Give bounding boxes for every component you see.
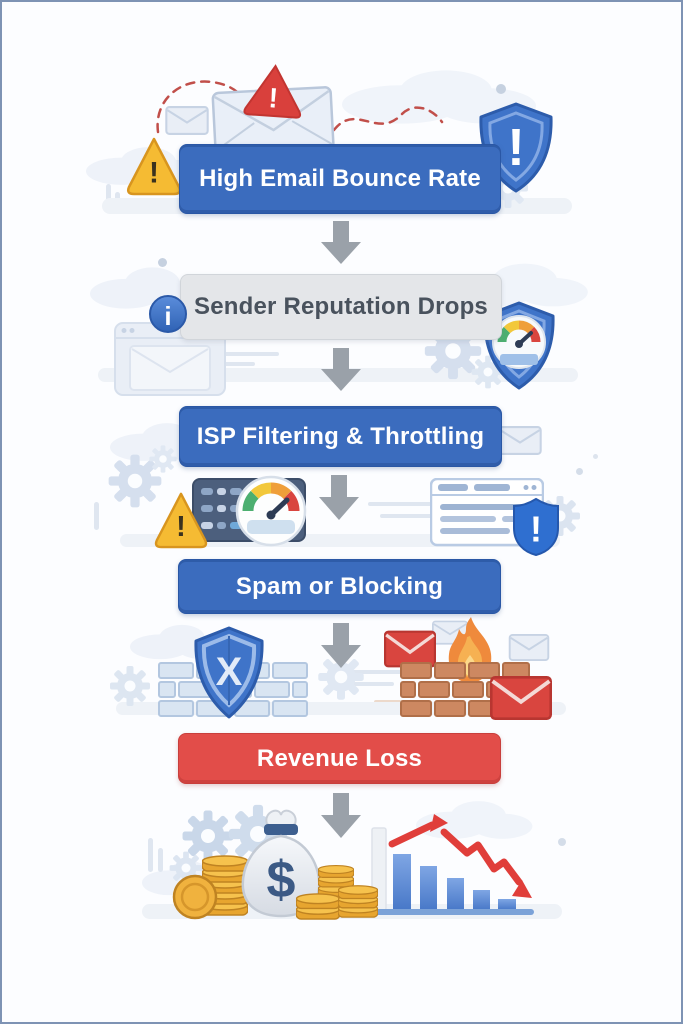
gear-icon xyxy=(149,445,177,473)
dot-decoration xyxy=(496,84,506,94)
step-banner-spam-or-blocking: Spam or Blocking xyxy=(178,559,501,614)
info-glyph: i xyxy=(164,301,171,331)
dollar-glyph: $ xyxy=(267,851,296,909)
step-banner-sender-reputation-drops: Sender Reputation Drops xyxy=(180,274,502,340)
down-arrow-icon xyxy=(321,623,361,668)
warning-triangle-icon: ! xyxy=(126,137,182,196)
coin-stack-icon xyxy=(296,893,340,920)
envelope-icon xyxy=(508,634,550,662)
down-arrow-icon xyxy=(319,475,359,520)
down-arrow-icon xyxy=(321,348,361,392)
money-bag-icon: $ xyxy=(241,809,321,918)
alert-envelope-icon: ! xyxy=(211,64,335,156)
step-label: ISP Filtering & Throttling xyxy=(196,422,485,450)
dot-decoration xyxy=(593,454,598,459)
envelope-icon xyxy=(165,106,209,135)
dashed-path-icon xyxy=(332,106,444,132)
spam-envelope-icon xyxy=(490,676,552,720)
shield-badge-alert-icon: ! xyxy=(513,497,559,557)
envelope-icon xyxy=(498,426,542,455)
info-icon: i xyxy=(149,295,187,333)
brick-wall-icon xyxy=(158,662,308,717)
step-label: Spam or Blocking xyxy=(235,572,444,600)
coin-icon xyxy=(172,874,218,920)
line-decoration xyxy=(94,502,99,530)
speed-line xyxy=(340,670,404,674)
down-arrow-icon xyxy=(321,221,361,265)
alert-exclamation-glyph: ! xyxy=(507,119,524,177)
coin-stack-icon xyxy=(338,885,378,918)
step-banner-revenue-loss: Revenue Loss xyxy=(178,733,501,784)
alert-exclamation-glyph: ! xyxy=(176,511,186,543)
warning-triangle-icon: ! xyxy=(154,492,208,549)
alert-exclamation-glyph: ! xyxy=(149,157,159,190)
dot-decoration xyxy=(158,258,167,267)
line-decoration xyxy=(148,838,153,872)
reputation-gauge-shield-icon xyxy=(483,301,555,390)
step-banner-high-email-bounce-rate: High Email Bounce Rate xyxy=(179,144,501,214)
dot-decoration xyxy=(558,838,566,846)
gear-icon xyxy=(110,666,150,706)
step-label: High Email Bounce Rate xyxy=(199,165,481,192)
line-decoration xyxy=(106,184,111,206)
alert-exclamation-glyph: ! xyxy=(268,82,279,114)
alert-exclamation-glyph: ! xyxy=(530,509,542,550)
block-x-glyph: X xyxy=(216,650,243,694)
shield-block-icon: X xyxy=(194,626,264,719)
down-arrow-icon xyxy=(321,793,361,838)
speed-line xyxy=(207,352,279,356)
step-label: Sender Reputation Drops xyxy=(194,293,488,320)
speed-line xyxy=(368,502,446,506)
declining-bar-chart-icon xyxy=(368,814,534,915)
dot-decoration xyxy=(576,468,583,475)
step-banner-isp-filtering-throttling: ISP Filtering & Throttling xyxy=(179,406,502,467)
speed-line xyxy=(380,514,432,518)
line-decoration xyxy=(158,848,163,872)
speed-line xyxy=(352,682,394,686)
speed-gauge-icon xyxy=(235,475,307,547)
speed-line xyxy=(207,362,255,366)
step-label: Revenue Loss xyxy=(256,744,423,772)
